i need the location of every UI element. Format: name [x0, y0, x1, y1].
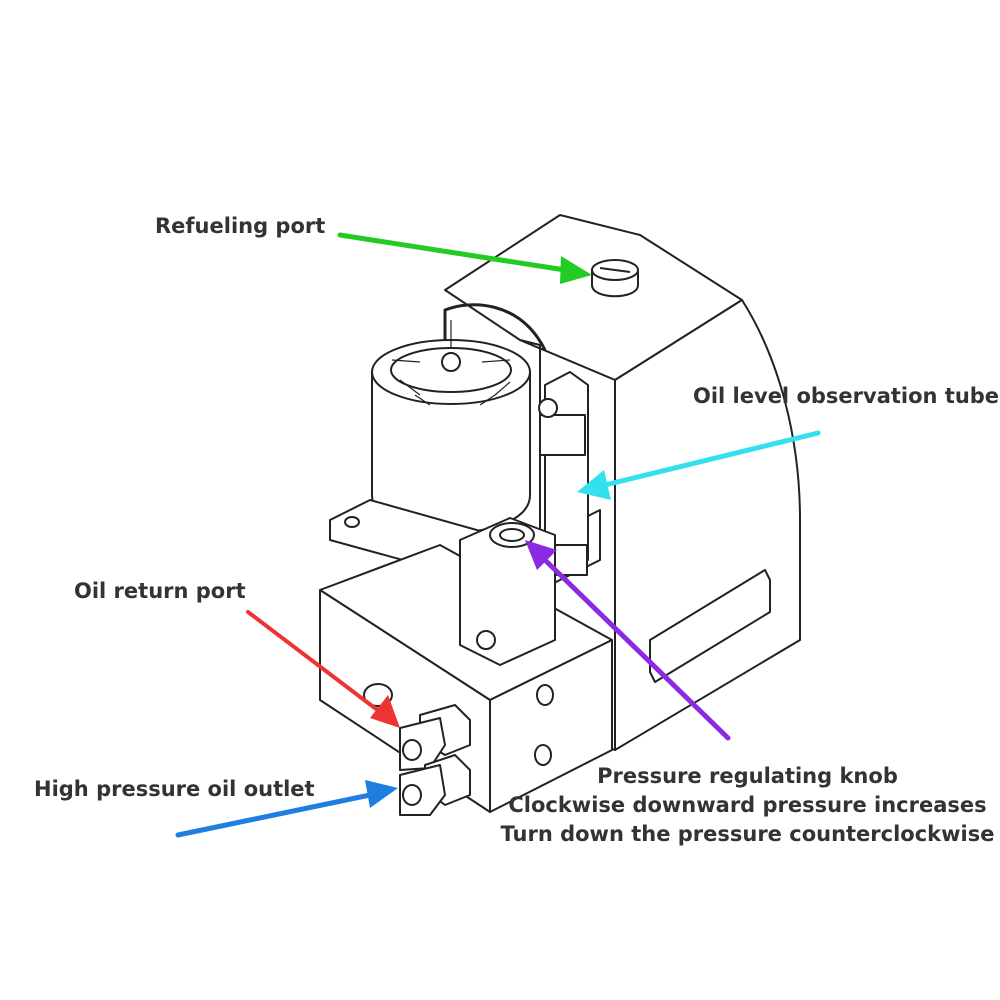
refueling-cap: [591, 259, 639, 298]
label-oil-level-tube: Oil level observation tube: [693, 384, 1000, 408]
arrow-oil-level-tube: [577, 430, 821, 500]
outlet-port-opening: [402, 784, 422, 806]
label-pressure-knob-line2: Clockwise downward pressure increases: [508, 793, 987, 817]
label-pressure-knob-line3: Turn down the pressure counterclockwise: [500, 822, 995, 846]
pump-body: [319, 214, 801, 816]
arrow-refueling-head: [560, 256, 592, 284]
motor-fins: [391, 320, 511, 406]
plate-hole-left: [344, 516, 360, 528]
sight-tube-nut-bottom: [554, 544, 588, 576]
label-high-pressure-outlet: High pressure oil outlet: [34, 777, 315, 801]
label-pressure-knob: Pressure regulating knob Clockwise downw…: [500, 762, 995, 849]
arrow-tube-shaft: [602, 430, 821, 488]
callout-arrows: [175, 232, 821, 838]
label-pressure-knob-line1: Pressure regulating knob: [597, 764, 898, 788]
tank-window: [649, 569, 771, 683]
arrow-tube-head: [577, 470, 611, 500]
tank-right-side: [614, 299, 801, 751]
valve-block-side: [489, 639, 613, 813]
arrow-oil-return-port: [246, 610, 400, 728]
arrow-return-shaft: [246, 610, 382, 714]
arrow-outlet-shaft: [175, 792, 373, 838]
block-hole-lower: [534, 744, 552, 766]
arrow-pressure-knob: [525, 540, 731, 741]
arrow-outlet-head: [365, 780, 398, 808]
return-port-opening: [402, 739, 422, 761]
arrow-return-head: [370, 695, 400, 728]
pressure-knob-inner: [499, 528, 525, 542]
arrow-refueling-port: [337, 232, 592, 284]
label-refueling-port: Refueling port: [155, 214, 326, 238]
motor-hub: [441, 352, 461, 372]
block-hole-upper: [536, 684, 554, 706]
arrow-refueling-shaft: [337, 232, 568, 273]
sight-tube-screw: [538, 398, 558, 418]
arrow-high-pressure-outlet: [175, 780, 398, 838]
inlet-pipe: [443, 303, 547, 360]
arrow-knob-head: [525, 540, 557, 570]
label-oil-return-port: Oil return port: [74, 579, 246, 603]
sight-tube-nut-top: [539, 414, 586, 456]
tower-screw: [476, 630, 496, 650]
arrow-knob-shaft: [542, 557, 731, 741]
